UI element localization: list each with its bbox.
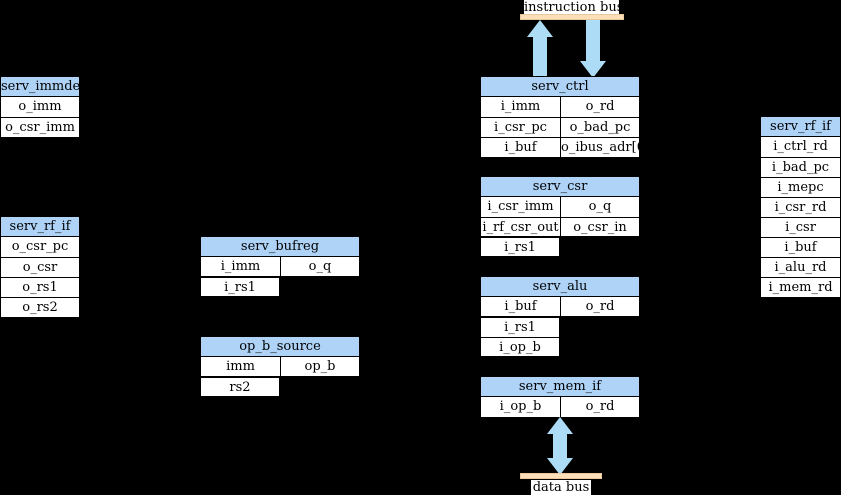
module-title: serv_rf_if (1, 217, 79, 237)
module-title: serv_ctrl (481, 77, 639, 97)
module-row: o_csr (1, 257, 79, 277)
port-cell-empty (280, 377, 359, 397)
module-serv-ctrl: serv_ctrl i_imm o_rd i_csr_pc o_bad_pc i… (480, 76, 650, 158)
module-row: i_rf_csr_out o_csr_in (481, 217, 639, 237)
port-cell: i_rs1 (481, 317, 560, 337)
port-cell: imm (201, 357, 280, 376)
module-row: o_csr_imm (1, 117, 79, 137)
module-row: o_imm (1, 97, 79, 117)
port-cell-empty (560, 237, 639, 257)
module-serv-bufreg: serv_bufreg i_imm o_q i_rs1 (200, 236, 360, 297)
port-cell: i_rf_csr_out (481, 217, 560, 236)
data-bus-bar (520, 473, 602, 479)
port-cell: i_csr_rd (761, 197, 840, 217)
port-cell: i_mepc (761, 177, 840, 197)
instruction-bus-bar (520, 14, 624, 20)
module-title: serv_immdec (1, 77, 88, 97)
port-cell: op_b (280, 357, 359, 376)
module-title: serv_csr (481, 177, 639, 197)
module-serv-rf-if-right: serv_rf_if i_ctrl_rd i_bad_pc i_mepc i_c… (760, 116, 841, 298)
module-row: i_ctrl_rd (761, 137, 840, 157)
module-row: i_csr_imm o_q (481, 197, 639, 217)
module-row: i_buf o_rd (481, 297, 639, 317)
port-cell: o_rd (560, 397, 639, 417)
port-cell: o_csr_pc (1, 237, 79, 257)
module-row: i_csr_rd (761, 197, 840, 217)
module-title: serv_mem_if (481, 377, 639, 397)
port-cell: i_rs1 (201, 277, 280, 297)
port-cell: i_csr (761, 217, 840, 237)
module-row: i_mem_rd (761, 277, 840, 297)
module-row: i_csr_pc o_bad_pc (481, 117, 639, 137)
port-cell: i_imm (201, 257, 280, 276)
module-row: i_buf o_ibus_adr[0] (481, 137, 650, 157)
port-cell-empty (560, 337, 639, 357)
module-title: serv_bufreg (201, 237, 359, 257)
module-serv-csr: serv_csr i_csr_imm o_q i_rf_csr_out o_cs… (480, 176, 640, 257)
port-cell: o_rd (560, 297, 639, 316)
port-cell: o_csr_imm (1, 117, 79, 137)
module-row: i_csr (761, 217, 840, 237)
module-row: imm op_b (201, 357, 359, 377)
port-cell: i_mem_rd (761, 277, 840, 297)
port-cell: i_csr_pc (481, 117, 560, 137)
port-cell: i_rs1 (481, 237, 560, 257)
port-cell: i_ctrl_rd (761, 137, 840, 157)
port-cell: i_imm (481, 97, 560, 117)
module-row: i_op_b o_rd (481, 397, 639, 417)
module-row: i_alu_rd (761, 257, 840, 277)
port-cell: i_buf (761, 237, 840, 257)
module-op-b-source: op_b_source imm op_b rs2 (200, 336, 360, 397)
port-cell: i_op_b (481, 397, 560, 417)
data-bus-label: data bus (531, 480, 591, 495)
module-title: serv_alu (481, 277, 639, 297)
port-cell: o_ibus_adr[0] (560, 137, 650, 157)
module-row: o_rs2 (1, 297, 79, 317)
port-cell: i_buf (481, 297, 560, 316)
module-row: i_rs1 (481, 317, 639, 337)
module-row: i_imm o_q (201, 257, 359, 277)
module-serv-immdec: serv_immdec o_imm o_csr_imm (0, 76, 88, 138)
module-row: o_rs1 (1, 277, 79, 297)
port-cell: o_q (280, 257, 359, 276)
port-cell: o_csr_in (560, 217, 639, 236)
port-cell: i_bad_pc (761, 157, 840, 177)
module-row: i_op_b (481, 337, 639, 357)
port-cell: o_csr (1, 257, 79, 277)
module-row: i_bad_pc (761, 157, 840, 177)
port-cell: o_rs1 (1, 277, 79, 297)
port-cell: i_buf (481, 137, 560, 157)
port-cell: o_bad_pc (560, 117, 639, 137)
module-row: i_rs1 (201, 277, 359, 297)
port-cell: o_rs2 (1, 297, 79, 317)
port-cell: i_alu_rd (761, 257, 840, 277)
port-cell: o_rd (560, 97, 639, 117)
port-cell-empty (560, 317, 639, 337)
module-row: rs2 (201, 377, 359, 397)
module-serv-alu: serv_alu i_buf o_rd i_rs1 i_op_b (480, 276, 640, 357)
port-cell: o_imm (1, 97, 79, 117)
module-serv-mem-if: serv_mem_if i_op_b o_rd (480, 376, 640, 418)
port-cell: rs2 (201, 377, 280, 397)
module-serv-rf-if-left: serv_rf_if o_csr_pc o_csr o_rs1 o_rs2 (0, 216, 80, 318)
port-cell: i_csr_imm (481, 197, 560, 217)
instruction-bus-label: instruction bus (524, 0, 624, 15)
module-title: op_b_source (201, 337, 359, 357)
module-row: i_rs1 (481, 237, 639, 257)
module-row: o_csr_pc (1, 237, 79, 257)
port-cell: o_q (560, 197, 639, 217)
module-row: i_imm o_rd (481, 97, 639, 117)
port-cell: i_op_b (481, 337, 560, 357)
module-row: i_buf (761, 237, 840, 257)
module-title: serv_rf_if (761, 117, 840, 137)
port-cell-empty (280, 277, 359, 297)
module-row: i_mepc (761, 177, 840, 197)
